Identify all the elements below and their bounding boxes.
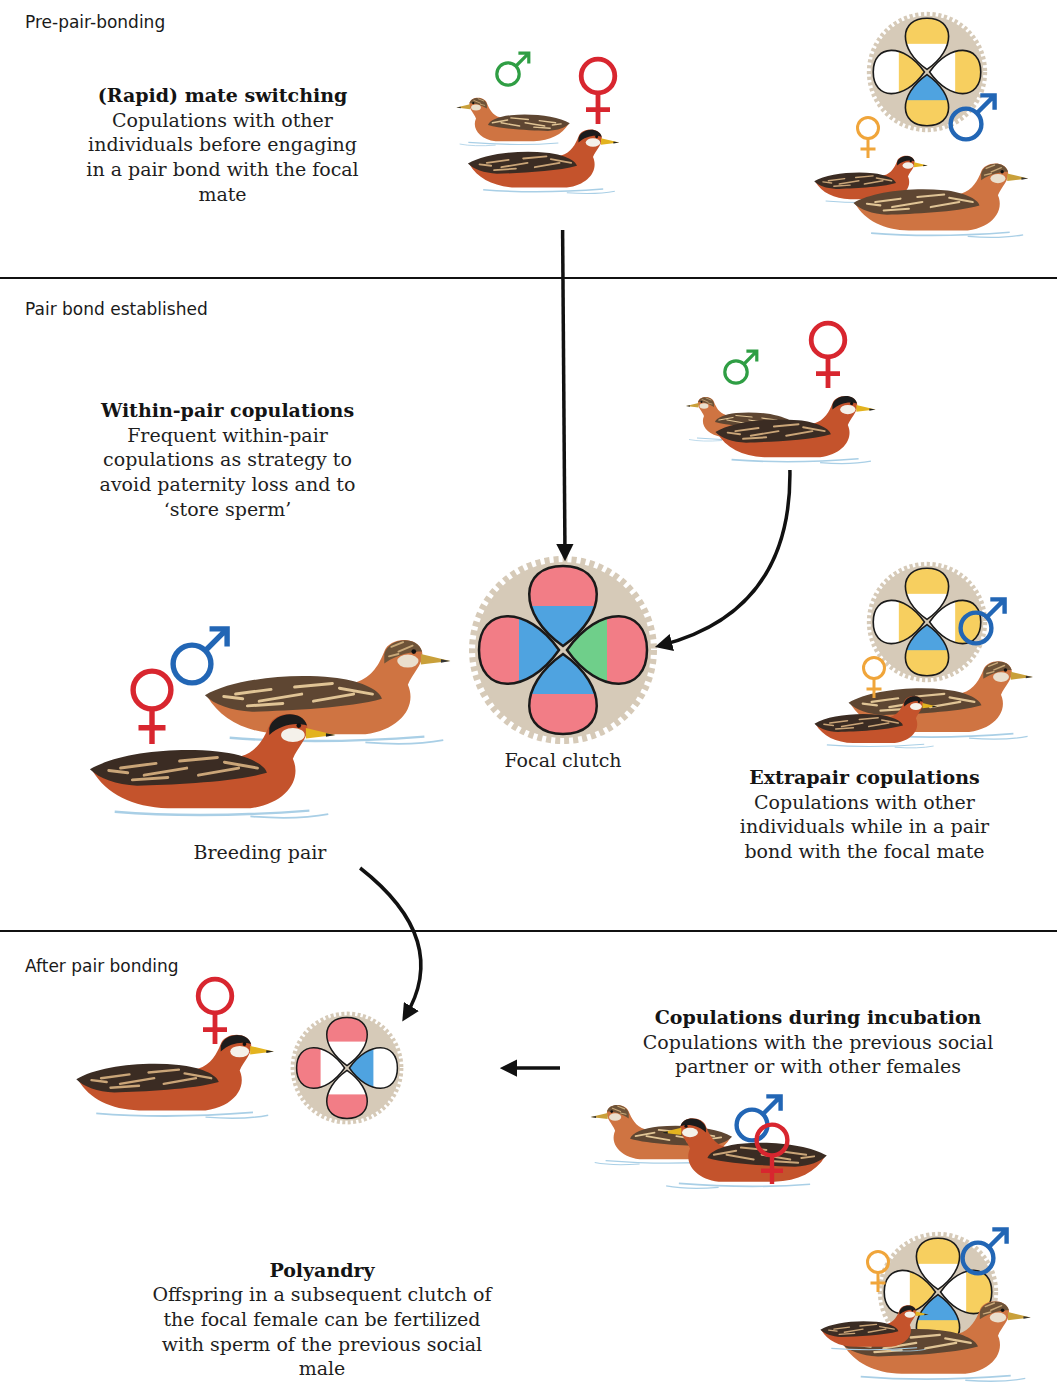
- other-pair: [820, 1229, 1030, 1381]
- male-symbol: [951, 95, 995, 139]
- heading: Within-pair copulations: [90, 398, 365, 423]
- male-symbol: [497, 53, 529, 85]
- section-band: Pre-pair-bonding (Rapid) mate switchingCo…: [0, 0, 1057, 277]
- female-bird: [76, 1035, 274, 1118]
- section-label: Pair bond established: [25, 299, 208, 319]
- other-pair: [814, 564, 1032, 747]
- female-bird: [814, 696, 937, 748]
- text-group: Pair bond established: [25, 299, 208, 319]
- arrow-connector: [505, 1066, 560, 1070]
- bird-pair: [456, 53, 619, 193]
- male-symbol: [725, 351, 757, 383]
- text-group: PolyandryOffspring in a subsequent clutc…: [147, 1258, 497, 1381]
- female-bird: [661, 1118, 826, 1188]
- heading: Copulations during incubation: [633, 1005, 1003, 1030]
- male-symbol: [173, 629, 227, 683]
- male-bird: [853, 164, 1028, 238]
- body-text: Frequent within-pair copulations as stra…: [90, 423, 365, 522]
- heading: Extrapair copulations: [727, 765, 1002, 790]
- text-group: (Rapid) mate switchingCopulations with o…: [85, 83, 360, 206]
- other-pair: [814, 14, 1028, 237]
- female-bird: [820, 1305, 928, 1351]
- clutch-icon: [473, 560, 653, 740]
- section-label: Pre-pair-bonding: [25, 12, 165, 32]
- arrow-connector: [360, 868, 421, 1017]
- clutch-icon: [869, 14, 984, 129]
- breeding-pair: [90, 629, 450, 818]
- text-group: Copulations during incubationCopulations…: [633, 1005, 1003, 1079]
- text-block: Extrapair copulationsCopulations with ot…: [680, 470, 1050, 870]
- text-group: Breeding pair: [185, 840, 335, 865]
- polyandry-female: [76, 979, 401, 1122]
- text-group: Extrapair copulationsCopulations with ot…: [727, 765, 1002, 864]
- female-symbol: [858, 118, 879, 159]
- text-block: PolyandryOffspring in a subsequent clutc…: [40, 1017, 505, 1387]
- text-block: (Rapid) mate switchingCopulations with o…: [20, 80, 1040, 230]
- male-bird: [205, 640, 450, 744]
- clutch-icon: [293, 1014, 401, 1122]
- male-bird: [456, 98, 569, 146]
- female-bird: [468, 130, 619, 194]
- female-bird: [90, 714, 335, 818]
- caption: Breeding pair: [185, 840, 335, 865]
- female-symbol: [581, 59, 615, 124]
- body-text: Copulations with the previous social par…: [633, 1030, 1003, 1079]
- text-group: Focal clutch: [470, 748, 656, 773]
- heading: (Rapid) mate switching: [85, 83, 360, 108]
- female-symbol: [811, 323, 845, 388]
- body-text: Offspring in a subsequent clutch of the …: [147, 1282, 497, 1381]
- heading: Polyandry: [147, 1258, 497, 1283]
- text-group: Pre-pair-bonding: [25, 12, 165, 32]
- female-bird: [715, 396, 875, 464]
- male-symbol: [963, 1229, 1007, 1273]
- clutch-icon: [869, 564, 984, 679]
- female-symbol: [864, 658, 885, 699]
- text-block: Copulations during incubationCopulations…: [560, 1000, 1040, 1385]
- caption: Focal clutch: [470, 748, 656, 773]
- female-symbol: [198, 979, 232, 1044]
- section-label: After pair bonding: [25, 956, 179, 976]
- section-band: Pair bond establishedWithin-pair copulat…: [0, 277, 1057, 930]
- text-group: After pair bonding: [25, 956, 179, 976]
- female-symbol: [757, 1125, 788, 1184]
- section-band: After pair bondingPolyandryOffspring in …: [0, 930, 1057, 1389]
- female-symbol: [133, 671, 171, 744]
- clutch-node: Focal clutch: [470, 556, 660, 780]
- male-symbol: [961, 599, 1005, 643]
- body-text: Copulations with other individuals while…: [727, 790, 1002, 864]
- bird-pair: [591, 1096, 827, 1188]
- female-symbol: [868, 1252, 889, 1293]
- pair-node: Breeding pair: [80, 590, 460, 868]
- arrow-connector: [660, 470, 790, 646]
- text-block: Within-pair copulationsFrequent within-p…: [80, 396, 375, 546]
- text-group: Within-pair copulationsFrequent within-p…: [90, 398, 365, 521]
- bird-pair: [686, 323, 876, 463]
- body-text: Copulations with other individuals befor…: [85, 108, 360, 207]
